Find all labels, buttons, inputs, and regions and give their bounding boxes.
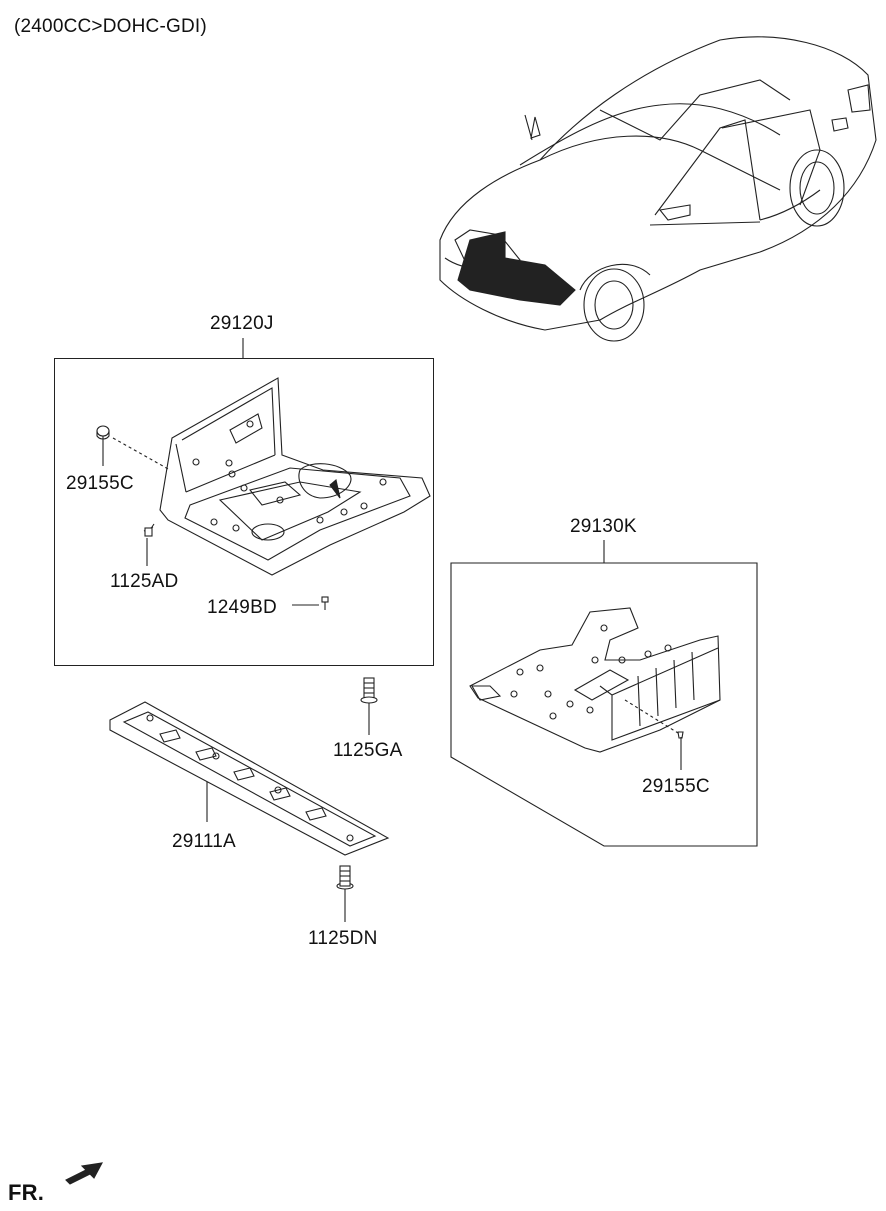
front-panel-drawing: [109, 701, 390, 856]
rear-undercover-drawing: [469, 607, 721, 753]
part-label-1125GA[interactable]: 1125GA: [333, 740, 403, 761]
arrow-icon: [65, 1162, 103, 1185]
engine-spec-header: (2400CC>DOHC-GDI): [14, 16, 207, 37]
part-label-1125DN[interactable]: 1125DN: [308, 928, 378, 949]
part-label-1249BD[interactable]: 1249BD: [207, 597, 277, 618]
part-label-29155C-right[interactable]: 29155C: [642, 776, 710, 797]
rear-undercover-frame: [450, 562, 758, 847]
front-direction-label: FR.: [8, 1180, 45, 1205]
part-label-29130K[interactable]: 29130K: [570, 516, 637, 537]
part-label-1125AD[interactable]: 1125AD: [110, 571, 179, 592]
bolt-icon: [143, 523, 155, 537]
part-label-29111A[interactable]: 29111A: [172, 831, 236, 852]
front-undercover-frame: [54, 358, 434, 666]
part-label-29155C-left[interactable]: 29155C: [66, 473, 134, 494]
screw-icon: [321, 596, 329, 610]
clip-icon: [96, 425, 110, 440]
front-undercover-drawing: [159, 377, 431, 576]
car-illustration: [439, 36, 877, 342]
bolt-icon: [336, 865, 354, 890]
part-label-29120J[interactable]: 29120J: [210, 313, 274, 334]
bolt-icon: [360, 677, 378, 704]
